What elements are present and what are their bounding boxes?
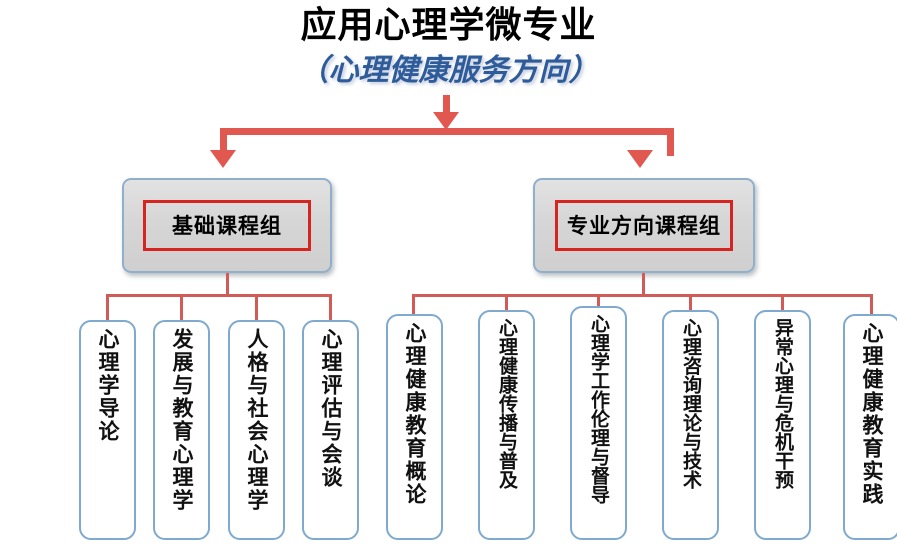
- group-box-basic[interactable]: 基础课程组: [122, 178, 332, 273]
- course-label: 人格与社会心理学: [245, 328, 269, 512]
- course-label: 心理健康传播与普及: [496, 318, 518, 489]
- connector-leg-direction-2: [505, 294, 508, 322]
- connector-stem-basic: [226, 273, 229, 296]
- course-label: 心理学工作伦理与督导: [588, 314, 610, 504]
- group-box-direction[interactable]: 专业方向课程组: [533, 178, 755, 273]
- connector-leg-direction-4: [689, 294, 692, 322]
- connector-leg-direction-1: [412, 294, 415, 322]
- connector-drop-left: [220, 128, 227, 156]
- connector-leg-basic-4: [329, 294, 332, 322]
- connector-bus-direction: [412, 294, 873, 297]
- course-box-direction-5[interactable]: 异常心理与危机干预: [754, 310, 811, 540]
- group-label-basic: 基础课程组: [142, 200, 312, 251]
- connector-leg-direction-5: [781, 294, 784, 322]
- course-label: 心理学导论: [96, 328, 120, 443]
- course-box-basic-3[interactable]: 人格与社会心理学: [228, 320, 285, 540]
- course-label: 心理评估与会谈: [319, 328, 343, 489]
- connector-leg-basic-1: [106, 294, 109, 322]
- course-box-basic-2[interactable]: 发展与教育心理学: [153, 320, 210, 540]
- course-label: 心理健康教育实践: [860, 322, 884, 506]
- course-label: 心理咨询理论与技术: [680, 318, 702, 489]
- connector-stem-top: [443, 95, 450, 119]
- connector-leg-basic-2: [180, 294, 183, 322]
- arrowhead-left-down: [210, 150, 236, 168]
- group-label-direction: 专业方向课程组: [554, 200, 734, 251]
- course-label: 异常心理与危机干预: [772, 318, 794, 489]
- arrowhead-right-down: [627, 150, 653, 168]
- course-box-direction-3[interactable]: 心理学工作伦理与督导: [570, 306, 627, 540]
- page-subtitle: （心理健康服务方向）: [298, 53, 599, 88]
- course-box-basic-4[interactable]: 心理评估与会谈: [302, 320, 359, 540]
- connector-stem-direction: [642, 273, 645, 296]
- connector-horizontal-top: [220, 128, 674, 135]
- course-box-basic-1[interactable]: 心理学导论: [79, 320, 136, 540]
- page-title: 应用心理学微专业: [300, 5, 597, 46]
- arrowhead-center-down: [433, 112, 459, 130]
- course-box-direction-6[interactable]: 心理健康教育实践: [843, 314, 897, 540]
- connector-leg-basic-3: [255, 294, 258, 322]
- course-box-direction-2[interactable]: 心理健康传播与普及: [478, 310, 535, 540]
- connector-leg-direction-6: [870, 294, 873, 322]
- course-box-direction-4[interactable]: 心理咨询理论与技术: [662, 310, 719, 540]
- course-label: 发展与教育心理学: [170, 328, 194, 512]
- course-box-direction-1[interactable]: 心理健康教育概论: [386, 314, 443, 540]
- connector-drop-right: [667, 128, 674, 156]
- course-label: 心理健康教育概论: [403, 322, 427, 506]
- connector-bus-basic: [106, 294, 332, 297]
